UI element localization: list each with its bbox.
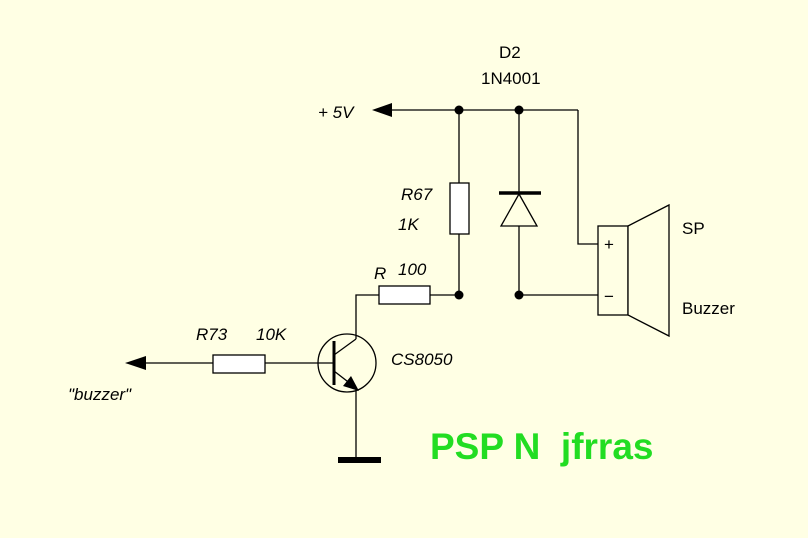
speaker-ref-label: SP [682,219,705,238]
r67-ref-label: R67 [401,185,433,204]
speaker-cone [627,203,670,338]
r-ref-label: R [374,264,386,283]
transistor-emitter-arrow [343,376,359,391]
transistor-collector-leg [333,338,357,356]
input-arrow [125,356,146,370]
r-value-label: 100 [398,260,427,279]
r73-value-label: 10K [256,325,287,344]
r73-ref-label: R73 [196,325,228,344]
diode-part-label: 1N4001 [481,69,541,88]
resistor-r67 [449,182,470,235]
supply-label: + 5V [318,103,355,122]
credit-label: PSP N jfrras [430,426,653,467]
speaker-name-label: Buzzer [682,299,735,318]
ground-symbol [338,457,381,463]
resistor-r73 [212,354,266,374]
speaker-minus-terminal: − [604,287,614,306]
resistor-r [378,285,431,305]
diode-triangle [499,192,539,227]
supply-arrow [372,103,392,117]
speaker-plus-terminal: + [604,235,614,254]
input-signal-label: "buzzer" [68,385,132,404]
r67-value-label: 1K [398,215,419,234]
speaker-body [597,225,629,316]
transistor-label: CS8050 [391,350,453,369]
diode-ref-label: D2 [499,43,521,62]
speaker-plus-wire [577,110,598,245]
collector-wire [355,294,379,339]
